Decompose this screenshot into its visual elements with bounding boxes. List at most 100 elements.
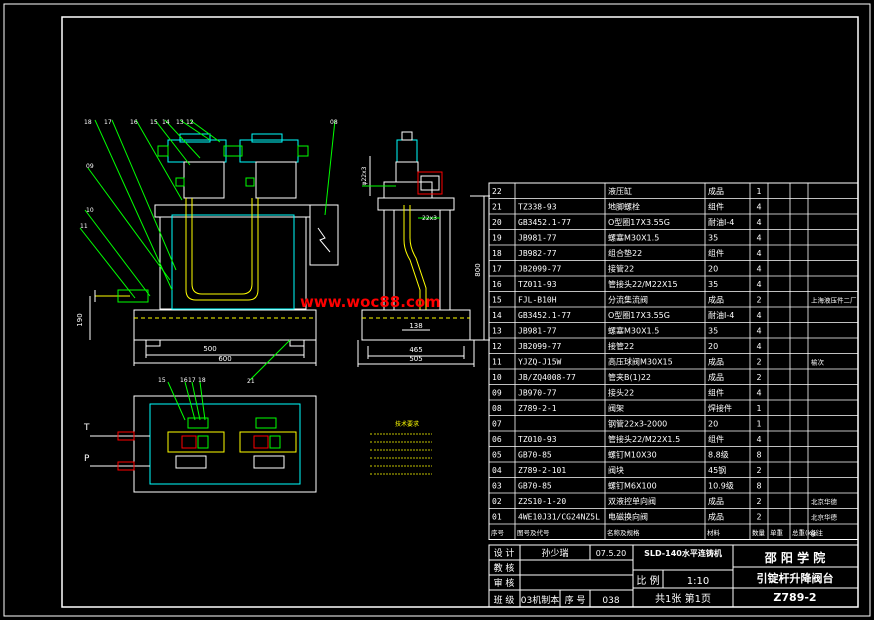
tb-seq: 038 <box>602 596 619 606</box>
port-p: P <box>84 454 90 464</box>
bom-cell-no: 13 <box>492 326 502 335</box>
bom-cell-qty: 4 <box>756 326 761 335</box>
bom-cell-code: JB2099-77 <box>518 264 562 273</box>
plan-balloon-18: 18 <box>198 377 206 384</box>
bom-cell-code: JB981-77 <box>518 233 557 242</box>
bom-cell-material: 35 <box>708 326 718 335</box>
tb-check-label: 教 核 <box>494 562 515 574</box>
bom-cell-no: 16 <box>492 280 502 289</box>
dim-pipe: 22x3 <box>422 215 437 222</box>
bom-cell-name: 高压球阀M30X15 <box>608 356 673 366</box>
technical-notes: 技术要求 <box>370 420 432 475</box>
bom-cell-note: 上海液压件二厂 <box>811 295 857 304</box>
notes-title: 技术要求 <box>395 420 419 428</box>
bom-cell-qty: 1 <box>756 419 761 428</box>
bom-cell-material: 成品 <box>708 186 724 196</box>
tb-sheets: 共1张 第1页 <box>655 592 711 605</box>
bom-cell-material: 焊接件 <box>708 403 732 413</box>
bom-cell-code: Z789-2-1 <box>518 404 557 413</box>
bom-cell-name: 接管22 <box>608 341 634 351</box>
bom-header-total: 总重(kg) <box>792 528 818 537</box>
bom-cell-qty: 1 <box>756 404 761 413</box>
bom-cell-no: 03 <box>492 481 502 490</box>
bom-cell-qty: 4 <box>756 311 761 320</box>
watermark: www.woc88.com <box>300 293 441 311</box>
bom-cell-material: 成品 <box>708 372 724 382</box>
bom-cell-code: 4WE10J31/CG24NZ5L <box>518 512 600 521</box>
bom-cell-code: FJL-B10H <box>518 295 557 304</box>
bom-cell-code: JB981-77 <box>518 326 557 335</box>
tb-review-label: 审 核 <box>494 577 515 589</box>
bom-cell-qty: 8 <box>756 450 761 459</box>
bom-cell-material: 20 <box>708 264 718 273</box>
bom-cell-qty: 2 <box>756 357 761 366</box>
ref-21-front: 21 <box>247 378 255 385</box>
bom-cell-material: 20 <box>708 342 718 351</box>
dim-505: 505 <box>409 355 422 363</box>
bom-cell-code: GB70-85 <box>518 481 552 490</box>
tb-class: 03机制本 <box>521 594 559 606</box>
front-view-labels: 500 600 190 21 18 17 16 15 14 13 12 11 1… <box>76 119 338 385</box>
bom-cell-code: YJZQ-J15W <box>518 357 562 366</box>
tb-class-label: 班 级 <box>494 594 515 606</box>
bom-cell-no: 14 <box>492 311 502 320</box>
bom-cell-no: 15 <box>492 295 502 304</box>
bom-cell-qty: 2 <box>756 295 761 304</box>
bom-cell-code: Z2S10-1-20 <box>518 497 566 506</box>
bom-cell-qty: 4 <box>756 233 761 242</box>
plan-view <box>90 381 317 493</box>
side-view <box>357 131 490 367</box>
dim-dia: φ22x3 <box>361 166 368 185</box>
balloon-14: 14 <box>162 119 170 126</box>
bom-cell-code: JB2099-77 <box>518 342 562 351</box>
title-block-text: 设 计 孙少瑞 07.5.20 SLD-140水平连铸机 教 核 审 核 班 级… <box>494 547 834 606</box>
bom-cell-no: 05 <box>492 450 502 459</box>
bom-cell-qty: 4 <box>756 388 761 397</box>
bom-cell-name: 螺钉M6X100 <box>608 480 657 490</box>
bom-cell-material: 成品 <box>708 356 724 366</box>
bom-cell-qty: 4 <box>756 280 761 289</box>
bom-cell-name: 阀块 <box>608 465 624 475</box>
balloon-11: 11 <box>80 223 88 230</box>
bom-cell-no: 22 <box>492 187 502 196</box>
bom-cell-code: TZ011-93 <box>518 280 557 289</box>
bom-cell-material: 组件 <box>708 387 724 397</box>
bom-cell-name: 组合垫22 <box>608 248 642 258</box>
tb-school: 邵 阳 学 院 <box>764 550 826 565</box>
front-view <box>79 119 339 381</box>
bom-cell-no: 19 <box>492 233 502 242</box>
bom-header-seq: 序号 <box>491 528 505 537</box>
tb-seq-label: 序 号 <box>565 594 586 606</box>
balloon-16: 16 <box>130 119 138 126</box>
dim-465: 465 <box>409 346 422 354</box>
bom-cell-no: 18 <box>492 249 502 258</box>
bom-cell-qty: 4 <box>756 435 761 444</box>
dim-600: 600 <box>218 355 231 363</box>
bom-cell-no: 10 <box>492 373 502 382</box>
bom-cell-code: GB3452.1-77 <box>518 311 571 320</box>
bom-cell-name: 钢管22x3-2000 <box>608 418 667 428</box>
bom-cell-code: JB982-77 <box>518 249 557 258</box>
balloon-10: 10 <box>86 207 94 214</box>
bom-cell-material: 10.9级 <box>708 480 734 490</box>
bom-cell-qty: 2 <box>756 466 761 475</box>
bom-header-code: 图号及代号 <box>517 528 550 537</box>
bom-header-unit: 单重 <box>770 528 784 537</box>
bom-cell-qty: 4 <box>756 249 761 258</box>
bom-cell-no: 11 <box>492 357 502 366</box>
bom-cell-code: GB3452.1-77 <box>518 218 571 227</box>
bom-cell-name: 接管22 <box>608 263 634 273</box>
tb-scale-label: 比 例 <box>636 574 659 587</box>
bom-cell-name: 螺塞M30X1.5 <box>608 232 659 242</box>
bom-cell-name: 电磁换向阀 <box>608 511 648 521</box>
balloon-08: 08 <box>330 119 338 126</box>
dim-800: 800 <box>474 263 482 276</box>
tb-drawing-title: 引锭杆升降阀台 <box>757 571 834 585</box>
bom-cell-no: 08 <box>492 404 502 413</box>
dim-500: 500 <box>203 345 216 353</box>
bom-cell-name: 管接头22/M22X1.5 <box>608 434 680 444</box>
bom-header-qty: 数量 <box>752 528 766 537</box>
dim-190: 190 <box>76 313 84 326</box>
